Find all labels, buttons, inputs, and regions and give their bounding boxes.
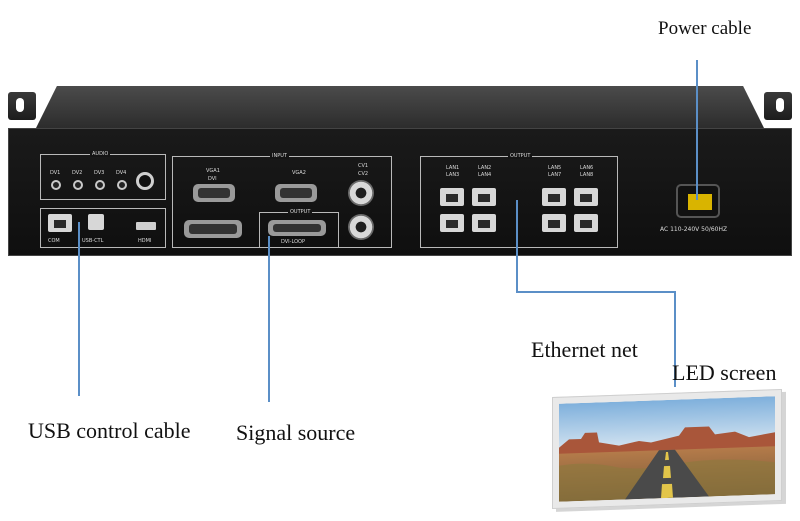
- lan3-port: [440, 214, 464, 232]
- rack-hole-left: [16, 98, 24, 112]
- lan2-label: LAN2: [478, 165, 492, 171]
- dvi-label: DVI: [208, 176, 217, 182]
- lan8-port: [574, 214, 598, 232]
- control-group: [40, 208, 166, 248]
- audio-jack-2: [73, 180, 83, 190]
- lan7-label: LAN7: [548, 172, 562, 178]
- dvi1-audio-label: DV1: [50, 170, 61, 176]
- com-label: COM: [48, 238, 60, 244]
- lan5-label: LAN5: [548, 165, 562, 171]
- lan1-port: [440, 188, 464, 206]
- power-cable-line: [696, 60, 698, 200]
- hdmi-port: [136, 222, 156, 230]
- lan8-label: LAN8: [580, 172, 594, 178]
- led-screen-label: LED screen: [672, 360, 777, 385]
- audio-jack-3: [95, 180, 105, 190]
- vga1-label: VGA1: [206, 168, 220, 174]
- usb-ctl-label: USB-CTL: [82, 238, 104, 244]
- audio-jack-4: [117, 180, 127, 190]
- led-screen-image: [559, 396, 775, 502]
- audio-knob: [136, 172, 154, 190]
- device-top-lid: [35, 86, 765, 130]
- dvi2-audio-label: DV2: [72, 170, 83, 176]
- cv1-label: CV1: [358, 163, 369, 169]
- lan6-label: LAN6: [580, 165, 594, 171]
- vga1-port: [193, 184, 235, 202]
- led-screen: [552, 388, 782, 510]
- lan5-port: [542, 188, 566, 206]
- dvi-input-port: [184, 220, 242, 238]
- ac-power-socket: [676, 184, 720, 218]
- cv2-label: CV2: [358, 171, 369, 177]
- ethernet-line-horizontal: [516, 291, 676, 293]
- audio-jack-1: [51, 180, 61, 190]
- cv1-bnc-connector: [348, 180, 374, 206]
- ethernet-line-vertical: [516, 200, 518, 293]
- usb-control-cable-label: USB control cable: [28, 418, 191, 443]
- lan1-label: LAN1: [446, 165, 460, 171]
- device-rear-panel: [8, 128, 792, 256]
- vga2-port: [275, 184, 317, 202]
- signal-source-label: Signal source: [236, 420, 356, 445]
- output-mid-label: OUTPUT: [288, 209, 313, 215]
- dvi4-audio-label: DV4: [116, 170, 127, 176]
- ethernet-line-drop: [674, 291, 676, 387]
- lan6-port: [574, 188, 598, 206]
- usb-cable-line: [78, 222, 80, 396]
- lan2-port: [472, 188, 496, 206]
- input-label: INPUT: [270, 153, 289, 159]
- dvi-loop-label: DVI-LOOP: [281, 239, 305, 245]
- power-cable-label: Power cable: [658, 18, 752, 39]
- usb-control-port: [88, 214, 104, 230]
- dvi-loop-port: [268, 220, 326, 236]
- lan3-label: LAN3: [446, 172, 460, 178]
- lan7-port: [542, 214, 566, 232]
- lan4-label: LAN4: [478, 172, 492, 178]
- cv2-bnc-connector: [348, 214, 374, 240]
- desert-road-picture: [559, 396, 775, 502]
- lan4-port: [472, 214, 496, 232]
- output-top-label: OUTPUT: [508, 153, 533, 159]
- ethernet-net-label: Ethernet net: [531, 337, 638, 362]
- audio-label: AUDIO: [90, 151, 111, 157]
- com-rj45-port: [48, 214, 72, 232]
- rack-hole-right: [776, 98, 784, 112]
- dvi3-audio-label: DV3: [94, 170, 105, 176]
- hdmi-label: HDMI: [138, 238, 152, 244]
- vga2-label: VGA2: [292, 170, 306, 176]
- ac-rating-label: AC 110-240V 50/60HZ: [660, 226, 728, 233]
- signal-source-line: [268, 236, 270, 402]
